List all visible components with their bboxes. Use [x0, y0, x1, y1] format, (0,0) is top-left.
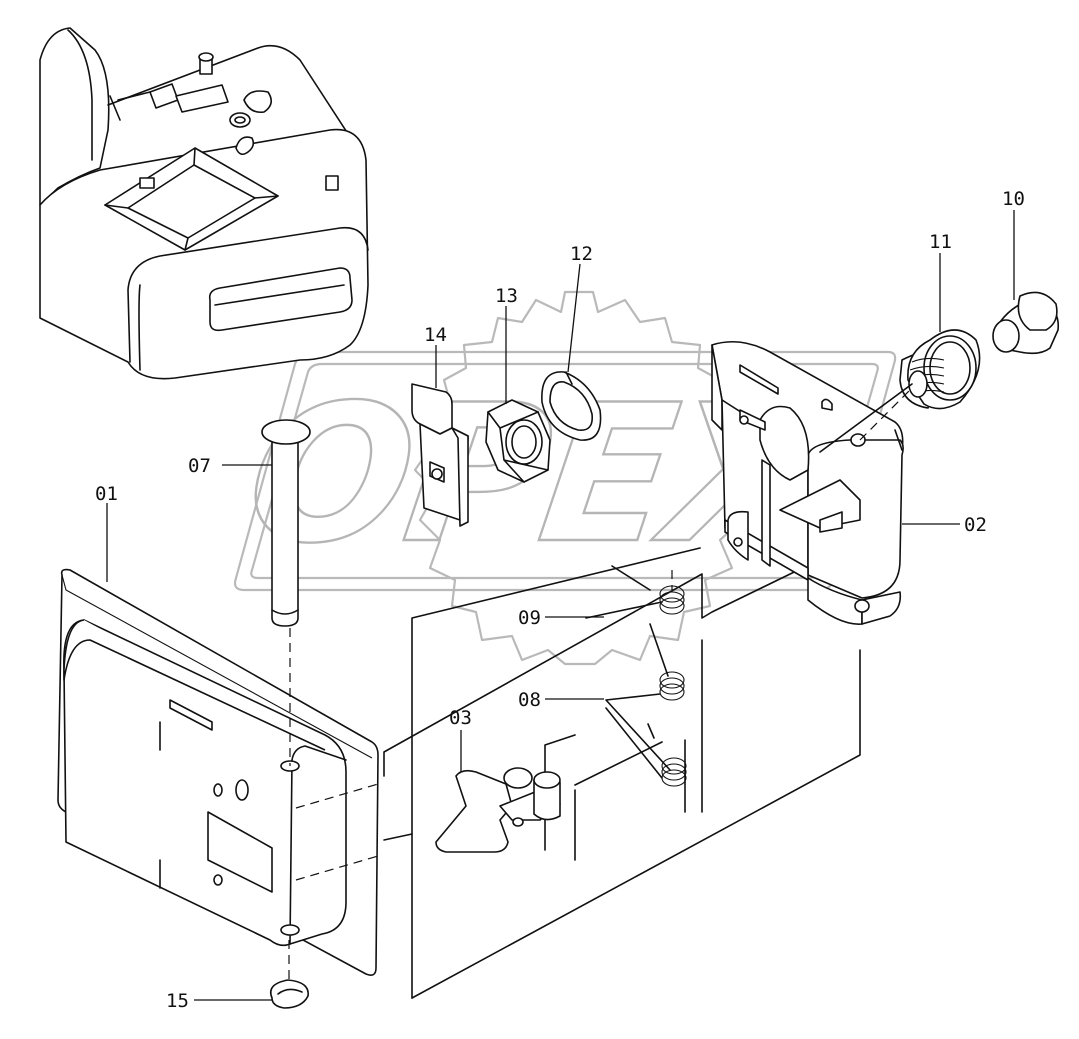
part-label-12: 12 — [570, 243, 593, 265]
part-label-09: 09 — [518, 607, 541, 629]
part-label-07: 07 — [188, 455, 211, 477]
part-12-snap-ring — [541, 371, 602, 441]
part-label-02: 02 — [964, 514, 987, 536]
part-labels: 01 02 03 07 08 09 10 11 12 13 14 15 — [95, 188, 1025, 1012]
part-09-spring — [585, 565, 685, 619]
part-label-03: 03 — [449, 707, 472, 729]
part-07-pin — [261, 419, 311, 766]
part-label-14: 14 — [424, 324, 447, 346]
part-14-plate — [411, 383, 469, 527]
part-03-latch — [435, 767, 561, 853]
part-13-hex-nut — [485, 399, 551, 483]
part-01-lock-housing — [57, 568, 379, 976]
part-label-01: 01 — [95, 483, 118, 505]
machine-body — [39, 27, 369, 380]
part-label-11: 11 — [929, 231, 952, 253]
part-02-bracket — [711, 340, 904, 625]
part-label-08: 08 — [518, 689, 541, 711]
part-10-cylinder — [992, 291, 1060, 355]
part-label-13: 13 — [495, 285, 518, 307]
leader-lines — [106, 210, 1015, 1001]
assembly-lines — [383, 539, 861, 999]
part-08-spring — [574, 623, 687, 787]
part-15-e-ring — [269, 940, 309, 1009]
part-label-10: 10 — [1002, 188, 1025, 210]
part-label-15: 15 — [166, 990, 189, 1012]
part-11-bushing — [819, 329, 981, 453]
watermark-gear-icon — [413, 290, 750, 666]
